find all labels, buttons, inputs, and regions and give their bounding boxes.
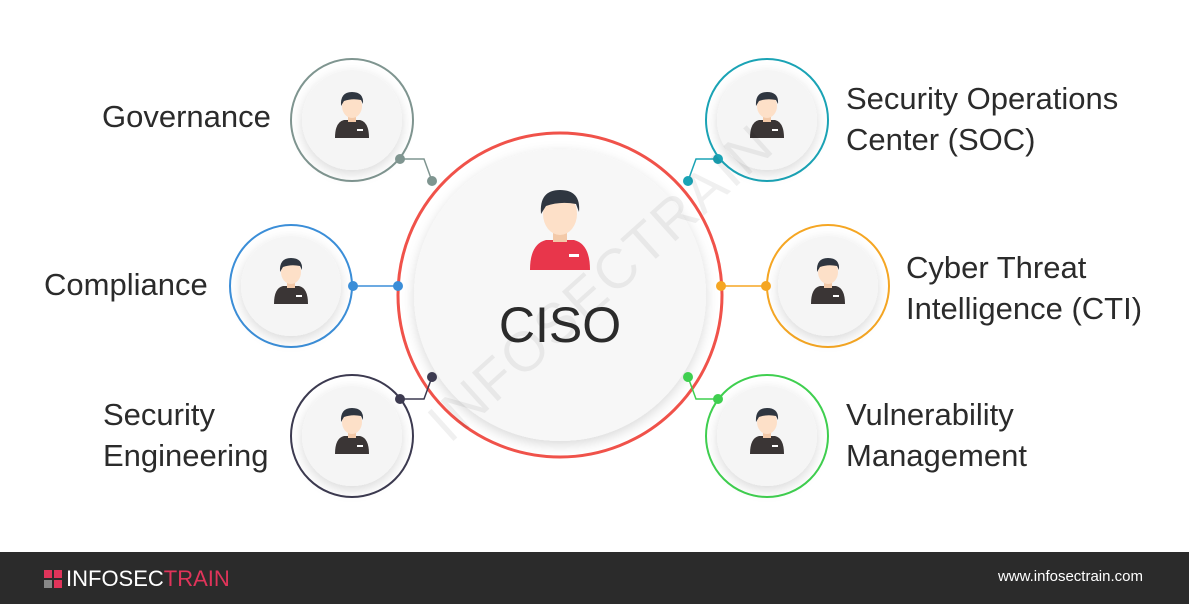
connector-line (687, 376, 718, 400)
brand-part1: INFOSEC (66, 566, 164, 591)
connector-dot (683, 372, 693, 382)
connector-dot (761, 281, 771, 291)
connector-dot (427, 372, 437, 382)
logo-icon (44, 570, 62, 588)
brand-part2: TRAIN (163, 566, 230, 591)
connector-dot (395, 154, 405, 164)
ciso-label: CISO (498, 297, 622, 353)
node-1 (229, 224, 353, 348)
connector-line (687, 158, 718, 182)
node-2 (290, 374, 414, 498)
node-label-compliance: Compliance (44, 267, 208, 302)
org-diagram (229, 58, 890, 498)
node-4 (766, 224, 890, 348)
connector-dot (683, 176, 693, 186)
connector-line (400, 376, 433, 400)
connector-dot (393, 281, 403, 291)
website-url[interactable]: www.infosectrain.com (997, 568, 1143, 585)
node-3 (705, 58, 829, 182)
node-5 (705, 374, 829, 498)
connector-dot (395, 394, 405, 404)
connector-dot (348, 281, 358, 291)
node-label-governance: Governance (102, 99, 271, 134)
connector-line (400, 158, 433, 182)
connector-dot (427, 176, 437, 186)
connector-dot (713, 394, 723, 404)
ciso-inner-circle (414, 149, 706, 441)
node-0 (290, 58, 414, 182)
connector-dot (713, 154, 723, 164)
connector-dot (716, 281, 726, 291)
